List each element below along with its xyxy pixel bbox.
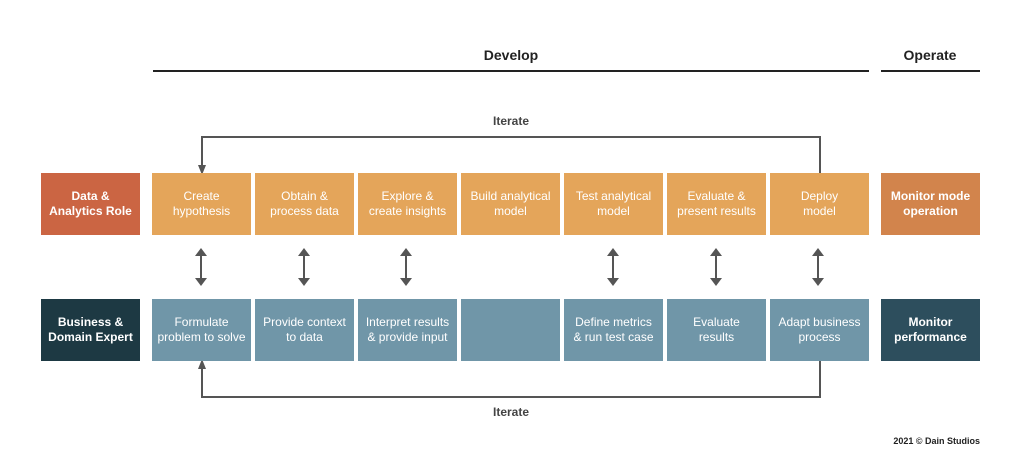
data-step-3-label: Explore & create insights bbox=[368, 189, 447, 218]
phase-develop-line bbox=[153, 70, 869, 72]
business-step-1-label: Formulate problem to solve bbox=[157, 315, 246, 344]
double-arrow-3 bbox=[400, 248, 412, 286]
business-step-7-label: Adapt business process bbox=[778, 315, 861, 344]
data-step-5: Test analytical model bbox=[564, 173, 663, 235]
operate-business-label: Monitor performance bbox=[894, 315, 967, 344]
double-arrow-7 bbox=[812, 248, 824, 286]
data-step-3: Explore & create insights bbox=[358, 173, 457, 235]
copyright-footer: 2021 © Dain Studios bbox=[893, 436, 980, 446]
operate-data-label: Monitor mode operation bbox=[890, 189, 971, 218]
data-step-6-label: Evaluate & present results bbox=[677, 189, 756, 218]
phase-operate-label: Operate bbox=[903, 47, 957, 63]
business-step-5: Define metrics & run test case bbox=[564, 299, 663, 361]
business-step-6: Evaluate results bbox=[667, 299, 766, 361]
operate-data-box: Monitor mode operation bbox=[881, 173, 980, 235]
data-analytics-role-label: Data & Analytics Role bbox=[49, 189, 132, 218]
operate-business-box: Monitor performance bbox=[881, 299, 980, 361]
data-step-7: Deploy model bbox=[770, 173, 869, 235]
data-analytics-role-box: Data & Analytics Role bbox=[41, 173, 140, 235]
phase-develop-label: Develop bbox=[483, 47, 539, 63]
iterate-bottom-arrow bbox=[198, 359, 821, 398]
data-step-1: Create hypothesis bbox=[152, 173, 251, 235]
data-step-2-label: Obtain & process data bbox=[270, 189, 339, 218]
double-arrow-2 bbox=[298, 248, 310, 286]
data-step-4-label: Build analytical model bbox=[470, 189, 551, 218]
business-step-3-label: Interpret results & provide input bbox=[365, 315, 450, 344]
business-step-2: Provide context to data bbox=[255, 299, 354, 361]
data-step-5-label: Test analytical model bbox=[575, 189, 652, 218]
iterate-bottom-label: Iterate bbox=[492, 405, 530, 419]
business-step-6-label: Evaluate results bbox=[693, 315, 740, 344]
business-step-7: Adapt business process bbox=[770, 299, 869, 361]
data-step-2: Obtain & process data bbox=[255, 173, 354, 235]
double-arrow-6 bbox=[710, 248, 722, 286]
data-step-6: Evaluate & present results bbox=[667, 173, 766, 235]
business-domain-expert-label: Business & Domain Expert bbox=[48, 315, 133, 344]
double-arrow-5 bbox=[607, 248, 619, 286]
iterate-top-label: Iterate bbox=[492, 114, 530, 128]
iterate-top-arrow bbox=[198, 136, 821, 175]
data-step-7-label: Deploy model bbox=[800, 189, 839, 218]
business-step-4 bbox=[461, 299, 560, 361]
data-step-1-label: Create hypothesis bbox=[172, 189, 231, 218]
phase-operate-line bbox=[881, 70, 980, 72]
business-step-2-label: Provide context to data bbox=[263, 315, 346, 344]
business-step-1: Formulate problem to solve bbox=[152, 299, 251, 361]
business-domain-expert-box: Business & Domain Expert bbox=[41, 299, 140, 361]
double-arrow-1 bbox=[195, 248, 207, 286]
data-step-4: Build analytical model bbox=[461, 173, 560, 235]
business-step-3: Interpret results & provide input bbox=[358, 299, 457, 361]
business-step-5-label: Define metrics & run test case bbox=[573, 315, 654, 344]
